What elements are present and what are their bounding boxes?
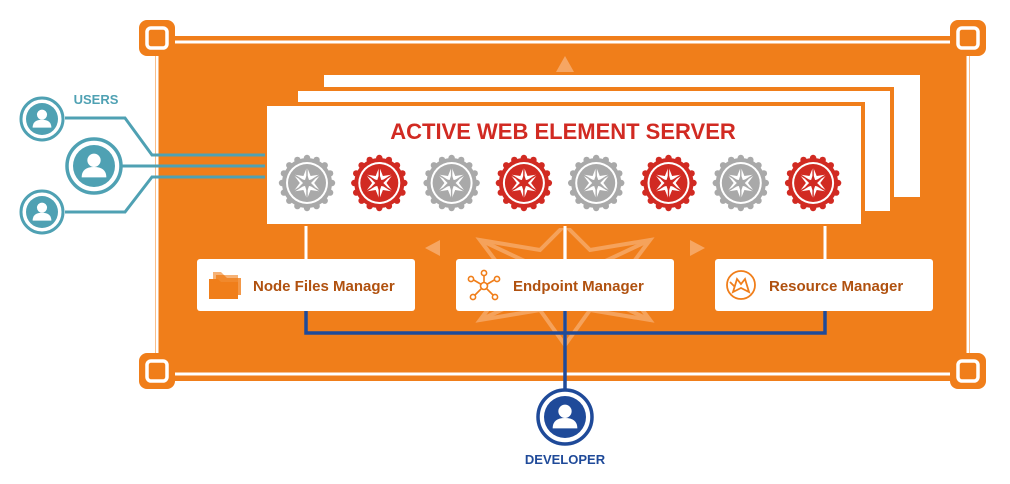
kernel-gray-icon [567,154,626,212]
resource-manager-label: Resource Manager [769,278,903,295]
server-manager-connectors [304,226,827,259]
corner-square-top-left [139,20,175,56]
user-connection-lines [65,116,265,214]
developer-label: DEVELOPER [525,452,606,467]
user-avatar-top[interactable] [19,96,65,142]
kernel-gray-icon [422,154,481,212]
kernel-red-icon [639,154,698,212]
folder-icon [209,272,241,299]
developer-connection-lines [304,311,827,393]
server-title: ACTIVE WEB ELEMENT SERVER [390,119,736,144]
frame-inner-line [155,40,970,376]
user-avatar-bottom[interactable] [19,189,65,235]
node-files-manager[interactable]: Node Files Manager [197,259,415,311]
left-arrow-icon [425,240,440,256]
kernel-red-icon [495,154,553,212]
kernel-red-icon [784,154,842,212]
corner-square-top-right [950,20,986,56]
right-arrow-icon [690,240,705,256]
user-avatar-middle[interactable] [65,137,123,195]
users-label: USERS [74,92,119,107]
corner-square-bottom-right [950,353,986,389]
kernel-red-icon [350,154,409,212]
up-arrow-icon [556,56,574,72]
developer-avatar[interactable] [536,388,594,446]
endpoint-manager-label: Endpoint Manager [513,278,644,295]
corner-square-bottom-left [139,353,175,389]
wolf-emblem-icon [726,270,756,300]
kernel-gray-icon [278,154,336,212]
endpoint-manager[interactable]: Endpoint Manager [456,259,674,311]
kernel-gray-icon [711,154,770,212]
network-nodes-icon [467,269,501,301]
resource-manager[interactable]: Resource Manager [715,259,933,311]
node-files-manager-label: Node Files Manager [253,278,395,295]
